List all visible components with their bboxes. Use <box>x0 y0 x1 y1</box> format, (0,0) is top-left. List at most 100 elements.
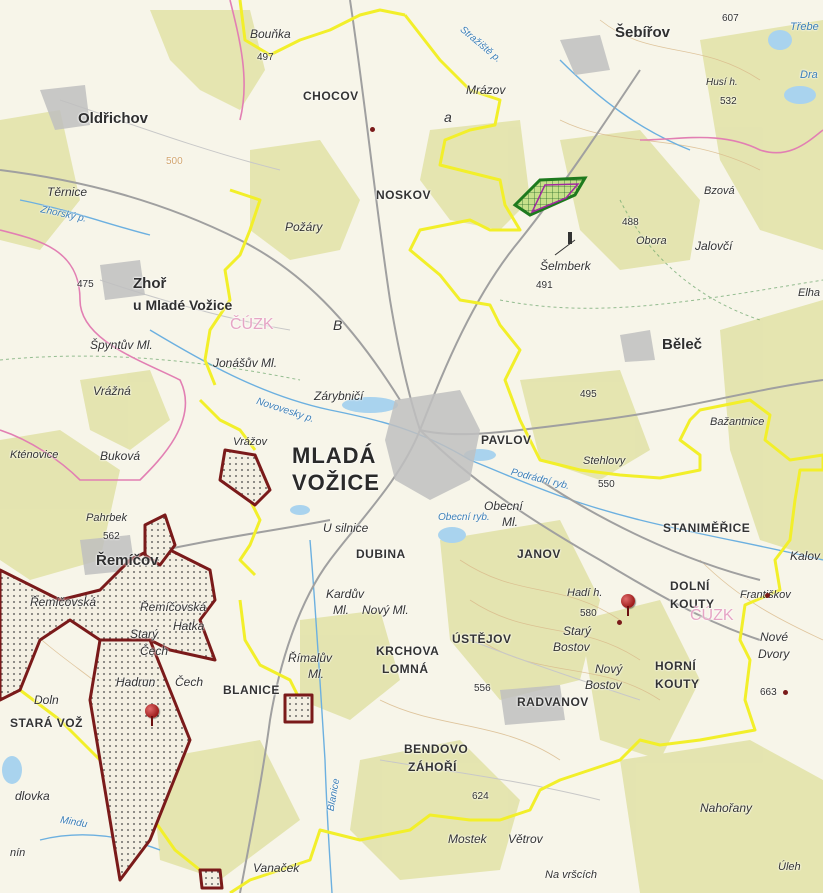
label-janov: JANOV <box>517 547 561 561</box>
elev-556: 556 <box>474 683 491 694</box>
label-bazantnice: Bažantnice <box>710 416 765 428</box>
label-zhor-2: u Mladé Vožice <box>133 297 233 313</box>
label-letter-b: B <box>333 317 343 333</box>
label-obora: Obora <box>636 235 667 247</box>
label-dolni-kouty: DOLNÍ <box>670 579 710 593</box>
elev-497: 497 <box>257 52 274 63</box>
label-dra: Dra <box>800 69 818 81</box>
label-uleh: Úleh <box>778 861 801 873</box>
label-trebe: Třebe <box>790 21 819 33</box>
castle-symbol <box>568 232 572 244</box>
elev-495: 495 <box>580 389 597 400</box>
label-remicovska-2: Řemíčovská <box>140 600 207 614</box>
label-mlada: MLADÁ <box>292 443 377 468</box>
label-bukova: Buková <box>100 449 141 463</box>
label-husi: Husí h. <box>706 77 738 88</box>
label-hatka: Hatka <box>173 619 205 633</box>
elev-607: 607 <box>722 13 739 24</box>
watermark-cuzk: ČÚZK <box>230 316 274 333</box>
label-rimaluv: Římalův <box>288 651 333 665</box>
label-chocov: CHOCOV <box>303 89 359 103</box>
label-ml-kard: Ml. <box>333 603 349 617</box>
elev-663: 663 <box>760 687 777 698</box>
label-krchova: KRCHOVA <box>376 644 440 658</box>
label-novy-bostov: Nový <box>595 662 623 676</box>
label-stehlovy: Stehlovy <box>583 455 626 467</box>
label-jonasuv: Jonášův Ml. <box>213 356 278 370</box>
label-vrazna: Vrážná <box>93 384 131 398</box>
label-bostov-2: Bostov <box>585 678 622 692</box>
water <box>2 30 816 784</box>
label-radvanov: RADVANOV <box>517 695 589 709</box>
cadastral-dashes <box>0 199 823 381</box>
elev-488: 488 <box>622 217 639 228</box>
elev-491: 491 <box>536 280 553 291</box>
contour-500: 500 <box>166 156 183 167</box>
elev-580: 580 <box>580 608 597 619</box>
label-hadi: Hadí h. <box>567 587 603 599</box>
label-cech: Čech <box>140 644 169 658</box>
label-pavlov: PAVLOV <box>481 433 532 447</box>
label-kalov: Kalov <box>790 549 821 563</box>
label-vrazov: Vrážov <box>233 436 268 448</box>
label-horni-kouty-2: KOUTY <box>655 677 700 691</box>
label-belec: Běleč <box>662 336 703 353</box>
label-stary-bostov: Starý <box>563 624 592 638</box>
map-dot[interactable] <box>765 593 770 598</box>
elev-562: 562 <box>103 531 120 542</box>
label-stara-vozice: STARÁ VOŽ <box>10 716 83 730</box>
label-oldrichov: Oldřichov <box>78 110 149 127</box>
label-zarybnici: Zárybničí <box>314 389 364 403</box>
label-sebirov: Šebířov <box>615 24 671 41</box>
elev-532: 532 <box>720 96 737 107</box>
label-blanice: BLANICE <box>223 683 280 697</box>
label-obecni-ryb: Obecní ryb. <box>438 512 490 523</box>
label-bendovo: BENDOVO <box>404 742 469 756</box>
label-cech-2: Čech <box>175 675 204 689</box>
label-bostov: Bostov <box>553 640 590 654</box>
label-nin: nín <box>10 847 26 859</box>
label-bzova: Bzová <box>704 185 735 197</box>
label-remicovska: Řemíčovská <box>30 595 97 609</box>
label-dolni-kouty-2: KOUTY <box>670 597 715 611</box>
label-pozary: Požáry <box>285 220 323 234</box>
label-selmberk: Šelmberk <box>540 259 591 273</box>
label-dolni: Doln <box>34 693 59 707</box>
urban <box>40 35 655 725</box>
map-dot[interactable] <box>370 127 375 132</box>
label-obecni: Obecní <box>484 499 523 513</box>
label-ml-obec: Ml. <box>502 515 518 529</box>
label-stary: Starý <box>130 627 159 641</box>
label-u-silnice: U silnice <box>323 521 369 535</box>
highlighted-parcel <box>512 176 588 217</box>
elev-475: 475 <box>77 279 94 290</box>
map-pin[interactable] <box>145 704 159 726</box>
label-mostek: Mostek <box>448 832 487 846</box>
elev-624: 624 <box>472 791 489 802</box>
label-novy-ml: Nový Ml. <box>362 603 409 617</box>
label-noskov: NOSKOV <box>376 188 432 202</box>
label-nahorany: Nahořany <box>700 801 753 815</box>
label-spyntuv: Špyntův Ml. <box>90 338 153 352</box>
label-dubina: DUBINA <box>356 547 406 561</box>
elev-550: 550 <box>598 479 615 490</box>
label-ktenovice: Kténovice <box>10 449 59 461</box>
district-boundary <box>0 0 823 481</box>
map-dot[interactable] <box>617 620 622 625</box>
label-krchova-2: LOMNÁ <box>382 662 429 676</box>
map-dot[interactable] <box>783 690 788 695</box>
label-ml-rim: Ml. <box>308 667 324 681</box>
label-bounka: Bouňka <box>250 27 291 41</box>
label-vanacek: Vanaček <box>253 861 300 875</box>
label-horni-kouty: HORNÍ <box>655 659 697 673</box>
map-pin[interactable] <box>621 594 635 616</box>
label-letter-a: a <box>444 109 452 125</box>
label-ternice: Těrnice <box>47 185 88 199</box>
label-hadrun: Hadrun <box>116 675 156 689</box>
protected-areas <box>0 448 314 890</box>
label-ustejov: ÚSTĚJOV <box>452 632 512 646</box>
label-remicov: Řemíčov <box>96 552 159 569</box>
label-nove-dvory: Nové <box>760 630 789 644</box>
